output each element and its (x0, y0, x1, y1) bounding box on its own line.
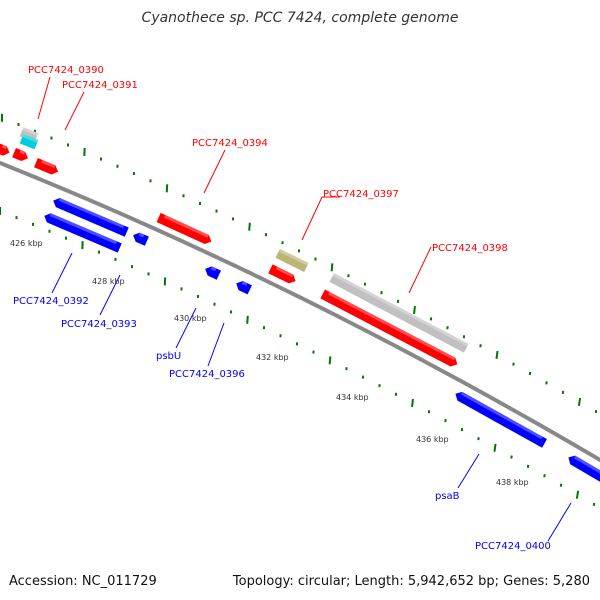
tick-label: 428 kbp (92, 277, 125, 286)
tick-label: 426 kbp (10, 239, 43, 248)
major-tick (246, 315, 249, 324)
gene-feature-pcc7424-0396[interactable] (234, 279, 252, 295)
label-pcc7424-0391: PCC7424_0391 (62, 80, 138, 91)
label-pcc7424-0394: PCC7424_0394 (192, 138, 268, 149)
tick-label: 438 kbp (496, 478, 529, 487)
gene-feature-psbu[interactable] (203, 264, 221, 280)
major-tick (328, 356, 332, 365)
label-pcc7424-0396: PCC7424_0396 (169, 369, 245, 380)
gene-feature-pcc7424-0400[interactable] (566, 453, 600, 488)
label-psab: psaB (435, 491, 460, 502)
tick-label: 436 kbp (416, 435, 449, 444)
major-tick (411, 398, 414, 408)
label-pcc7424-0392: PCC7424_0392 (13, 296, 89, 307)
label-pcc7424-0398: PCC7424_0398 (432, 243, 508, 254)
tick-label: 434 kbp (336, 393, 369, 402)
gene-feature-pcc7424-0392[interactable] (51, 196, 129, 237)
gene-feature-psab[interactable] (453, 389, 547, 448)
misc-feature-pcc7424-0397[interactable] (275, 248, 309, 272)
gene-feature[interactable] (268, 264, 298, 285)
gene-feature[interactable] (34, 157, 60, 176)
rna-feature[interactable] (19, 134, 39, 150)
tick-label: 432 kbp (256, 353, 289, 362)
tick-labels: 426 kbp 428 kbp 430 kbp 432 kbp 434 kbp … (10, 239, 529, 487)
gene-feature-pcc7424-0394[interactable] (156, 212, 214, 246)
gene-feature-pcc7424-0398[interactable] (320, 289, 459, 368)
map-title: Cyanothece sp. PCC 7424, complete genome (141, 10, 459, 26)
feature-pcc7424-0398[interactable] (329, 273, 469, 353)
major-tick (495, 350, 499, 360)
major-tick (575, 490, 580, 499)
gene-feature[interactable] (12, 148, 30, 163)
tick-label: 430 kbp (174, 314, 207, 323)
feature-labels: PCC7424_0390 PCC7424_0391 PCC7424_0394 P… (13, 65, 572, 552)
major-tick (493, 443, 497, 452)
major-tick (413, 305, 416, 315)
genome-summary: Topology: circular; Length: 5,942,652 bp… (232, 574, 590, 589)
major-tick (577, 397, 582, 407)
major-tick (330, 263, 334, 272)
gene-feature[interactable] (0, 142, 11, 157)
label-pcc7424-0390: PCC7424_0390 (28, 65, 104, 76)
label-psbu: psbU (156, 351, 181, 362)
label-pcc7424-0397: PCC7424_0397 (323, 189, 399, 200)
backbone (0, 160, 600, 463)
major-tick (248, 222, 251, 231)
gene-feature-pcc7424-0393[interactable] (42, 211, 122, 253)
accession: Accession: NC_011729 (9, 574, 157, 589)
label-pcc7424-0400: PCC7424_0400 (475, 541, 551, 552)
gene-feature[interactable] (131, 231, 149, 246)
label-pcc7424-0393: PCC7424_0393 (61, 319, 137, 330)
